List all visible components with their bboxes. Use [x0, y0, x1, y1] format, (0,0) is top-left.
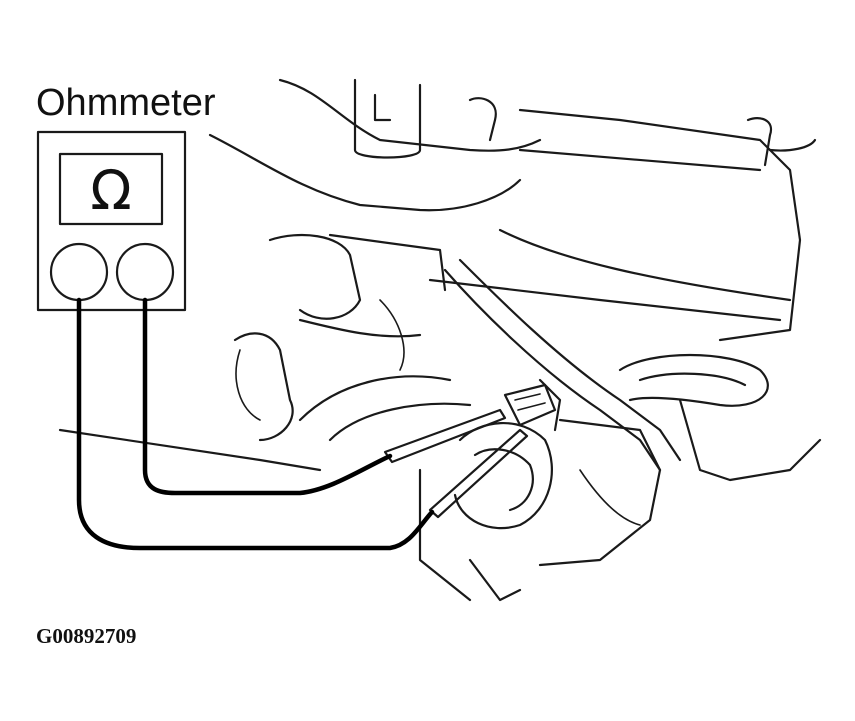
- lead-right: [142, 297, 393, 496]
- probe-lower: [428, 428, 529, 519]
- ohmmeter-display: [58, 152, 164, 226]
- ohmmeter-label: Ohmmeter: [36, 82, 216, 124]
- terminal-left: [49, 242, 109, 302]
- engine-outline: [58, 78, 822, 602]
- ohmmeter-case: [36, 130, 187, 312]
- probes: [383, 408, 529, 519]
- ohm-symbol: Ω: [90, 158, 132, 222]
- terminal-right: [115, 242, 175, 302]
- probe-upper: [383, 408, 507, 464]
- lead-left: [76, 297, 435, 551]
- figure-code: G00892709: [36, 624, 137, 648]
- meter-leads: [76, 297, 435, 551]
